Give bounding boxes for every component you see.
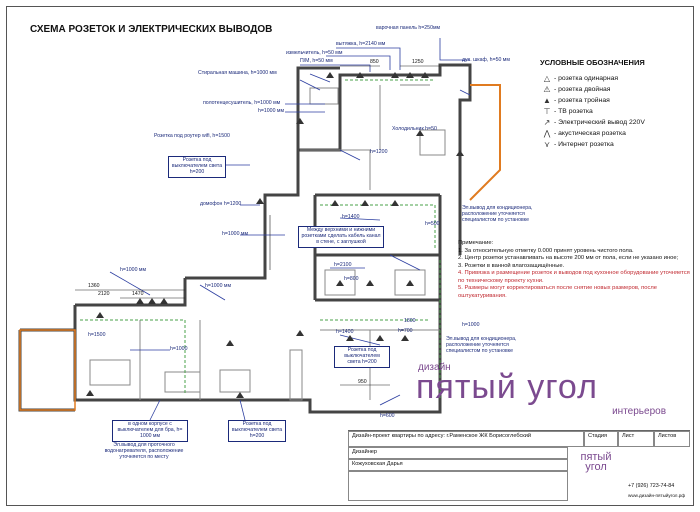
label-dukhshkaf: дух. шкаф, h=50 мм bbox=[462, 57, 510, 63]
note-1: 1. За относительную отметку 0.000 принят… bbox=[458, 247, 634, 254]
label-h1400b: h=1400 bbox=[336, 329, 354, 335]
electric-output-icon: ↗ bbox=[543, 118, 551, 127]
single-outlet-icon: △ bbox=[543, 74, 551, 83]
brand-logo: пятый угол bbox=[580, 451, 612, 473]
label-konditsioner1: Эл.вывод для кондиционера, расположение … bbox=[462, 205, 533, 223]
label-h1000e: h=1000 bbox=[170, 346, 188, 352]
tv-outlet-icon: ⊤ bbox=[543, 107, 551, 116]
note-4: 4. Привязка и размещение розеток и вывод… bbox=[458, 270, 690, 284]
legend-item-double-outlet: ⚠ - розетка двойная bbox=[540, 86, 690, 94]
label-h1500: h=1500 bbox=[88, 332, 106, 338]
label-h1800: 1800 bbox=[404, 318, 416, 324]
dim-2120: 2120 bbox=[98, 291, 110, 297]
notes-heading: Примечание: bbox=[458, 240, 494, 246]
label-konditsioner2: Эл.вывод для кондиционера, расположение … bbox=[446, 336, 517, 354]
label-h1000f: h=1000 bbox=[462, 322, 480, 328]
title-block-empty bbox=[348, 471, 568, 501]
label-h800: h=800 bbox=[344, 276, 359, 282]
notes: Примечание: 1. За относительную отметку … bbox=[458, 240, 690, 300]
label-h1200: h=1200 bbox=[370, 149, 388, 155]
dim-950: 950 bbox=[358, 379, 367, 385]
project-address: Дизайн-проект квартиры по адресу: г.Раме… bbox=[348, 431, 584, 447]
brand-name: пятый угол bbox=[416, 368, 598, 406]
note-5: 5. Размеры могут корректироваться после … bbox=[458, 285, 657, 299]
legend: УСЛОВНЫЕ ОБОЗНАЧЕНИЯ △ - розетка одинарн… bbox=[540, 58, 690, 152]
brand-small-top: дизайн bbox=[418, 362, 451, 373]
label-holodilnik: Холодильник h=50 bbox=[392, 126, 437, 132]
legend-item-internet-outlet: ⋎ - Интернет розетка bbox=[540, 141, 690, 149]
label-h1000a: h=1000 мм bbox=[258, 108, 285, 114]
label-mezhdu: Между верхними и нижними розетками сдела… bbox=[298, 226, 384, 248]
dim-1470: 1470 bbox=[132, 291, 144, 297]
designer-name: Кожуховская Дарья bbox=[348, 459, 568, 471]
dim-1360: 1360 bbox=[88, 283, 100, 289]
label-pmm: П/М, h=50 мм bbox=[300, 58, 333, 64]
label-vykl2: Розетка под выключателем света h=200 bbox=[334, 346, 390, 368]
label-bra: в одном корпусе с выключателем для бра, … bbox=[112, 420, 188, 442]
acoustic-outlet-icon: ⋀ bbox=[543, 129, 551, 138]
label-vykl3: Розетка под выключателем света h=200 bbox=[228, 420, 286, 442]
brand-small-bottom: интерьеров bbox=[612, 406, 666, 417]
drawing-title: СХЕМА РОЗЕТОК И ЭЛЕКТРИЧЕСКИХ ВЫВОДОВ bbox=[30, 24, 273, 35]
note-2: 2. Центр розетки устанавливать на высоте… bbox=[458, 255, 679, 262]
title-block: Дизайн-проект квартиры по адресу: г.Раме… bbox=[348, 430, 690, 503]
label-h1000c: h=1000 мм bbox=[120, 267, 147, 273]
designer-role: Дизайнер bbox=[348, 447, 568, 459]
phone: +7 (926) 723-74-84 bbox=[628, 483, 675, 489]
label-vytyazhka: вытяжка, h=2140 мм bbox=[336, 41, 386, 47]
note-3: 3. Розетки в ванной влагозащищённые. bbox=[458, 262, 565, 269]
label-stiralnaya: Стиральная машина, h=1000 мм bbox=[198, 70, 277, 76]
list-header: Лист bbox=[618, 431, 654, 447]
listov-header: Листов bbox=[654, 431, 690, 447]
dim-1250: 1250 bbox=[412, 59, 424, 65]
legend-heading: УСЛОВНЫЕ ОБОЗНАЧЕНИЯ bbox=[540, 58, 645, 67]
legend-item-single-outlet: △ - розетка одинарная bbox=[540, 75, 690, 83]
legend-item-tv-outlet: ⊤ - ТВ розетка bbox=[540, 108, 690, 116]
label-polotenc: полотенцесушитель, h=1000 мм bbox=[203, 100, 281, 106]
site: www.дизайн-пятыйугол.рф bbox=[628, 493, 686, 498]
label-h500: h=500 bbox=[425, 221, 440, 227]
internet-outlet-icon: ⋎ bbox=[544, 140, 550, 149]
legend-item-acoustic-outlet: ⋀ - акустическая розетка bbox=[540, 130, 690, 138]
label-router: Розетка под роутер wifi, h=1500 bbox=[154, 133, 230, 139]
legend-item-electric-output: ↗ - Электрический вывод 220V bbox=[540, 119, 690, 127]
label-izmelchitel: измельчитель, h=50 мм bbox=[286, 50, 343, 56]
legend-item-triple-outlet: ▲ - розетка тройная bbox=[540, 97, 690, 105]
label-h700: h=700 bbox=[398, 328, 413, 334]
dim-850: 850 bbox=[370, 59, 379, 65]
label-h1000d: h=1000 мм bbox=[205, 283, 232, 289]
label-vykl1: Розетка под выключателем света h=200 bbox=[168, 156, 226, 178]
triple-outlet-icon: ▲ bbox=[543, 96, 551, 105]
label-vodonagrev: Эл.вывод для проточного водонагревателя,… bbox=[104, 442, 184, 460]
label-h600: h=600 bbox=[380, 413, 395, 419]
label-h1000b: h=1000 мм bbox=[222, 231, 249, 237]
double-outlet-icon: ⚠ bbox=[543, 85, 551, 94]
label-domofon: домофон h=1200 bbox=[200, 201, 242, 207]
stadia-header: Стадия bbox=[584, 431, 618, 447]
label-h2100: h=2100 bbox=[334, 262, 352, 268]
label-h1400a: h=1400 bbox=[342, 214, 360, 220]
brand-watermark: дизайн пятый угол интерьеров bbox=[416, 362, 666, 422]
label-varochnaya: варочная панель h=250мм bbox=[376, 25, 441, 31]
drawing-sheet bbox=[6, 6, 694, 506]
